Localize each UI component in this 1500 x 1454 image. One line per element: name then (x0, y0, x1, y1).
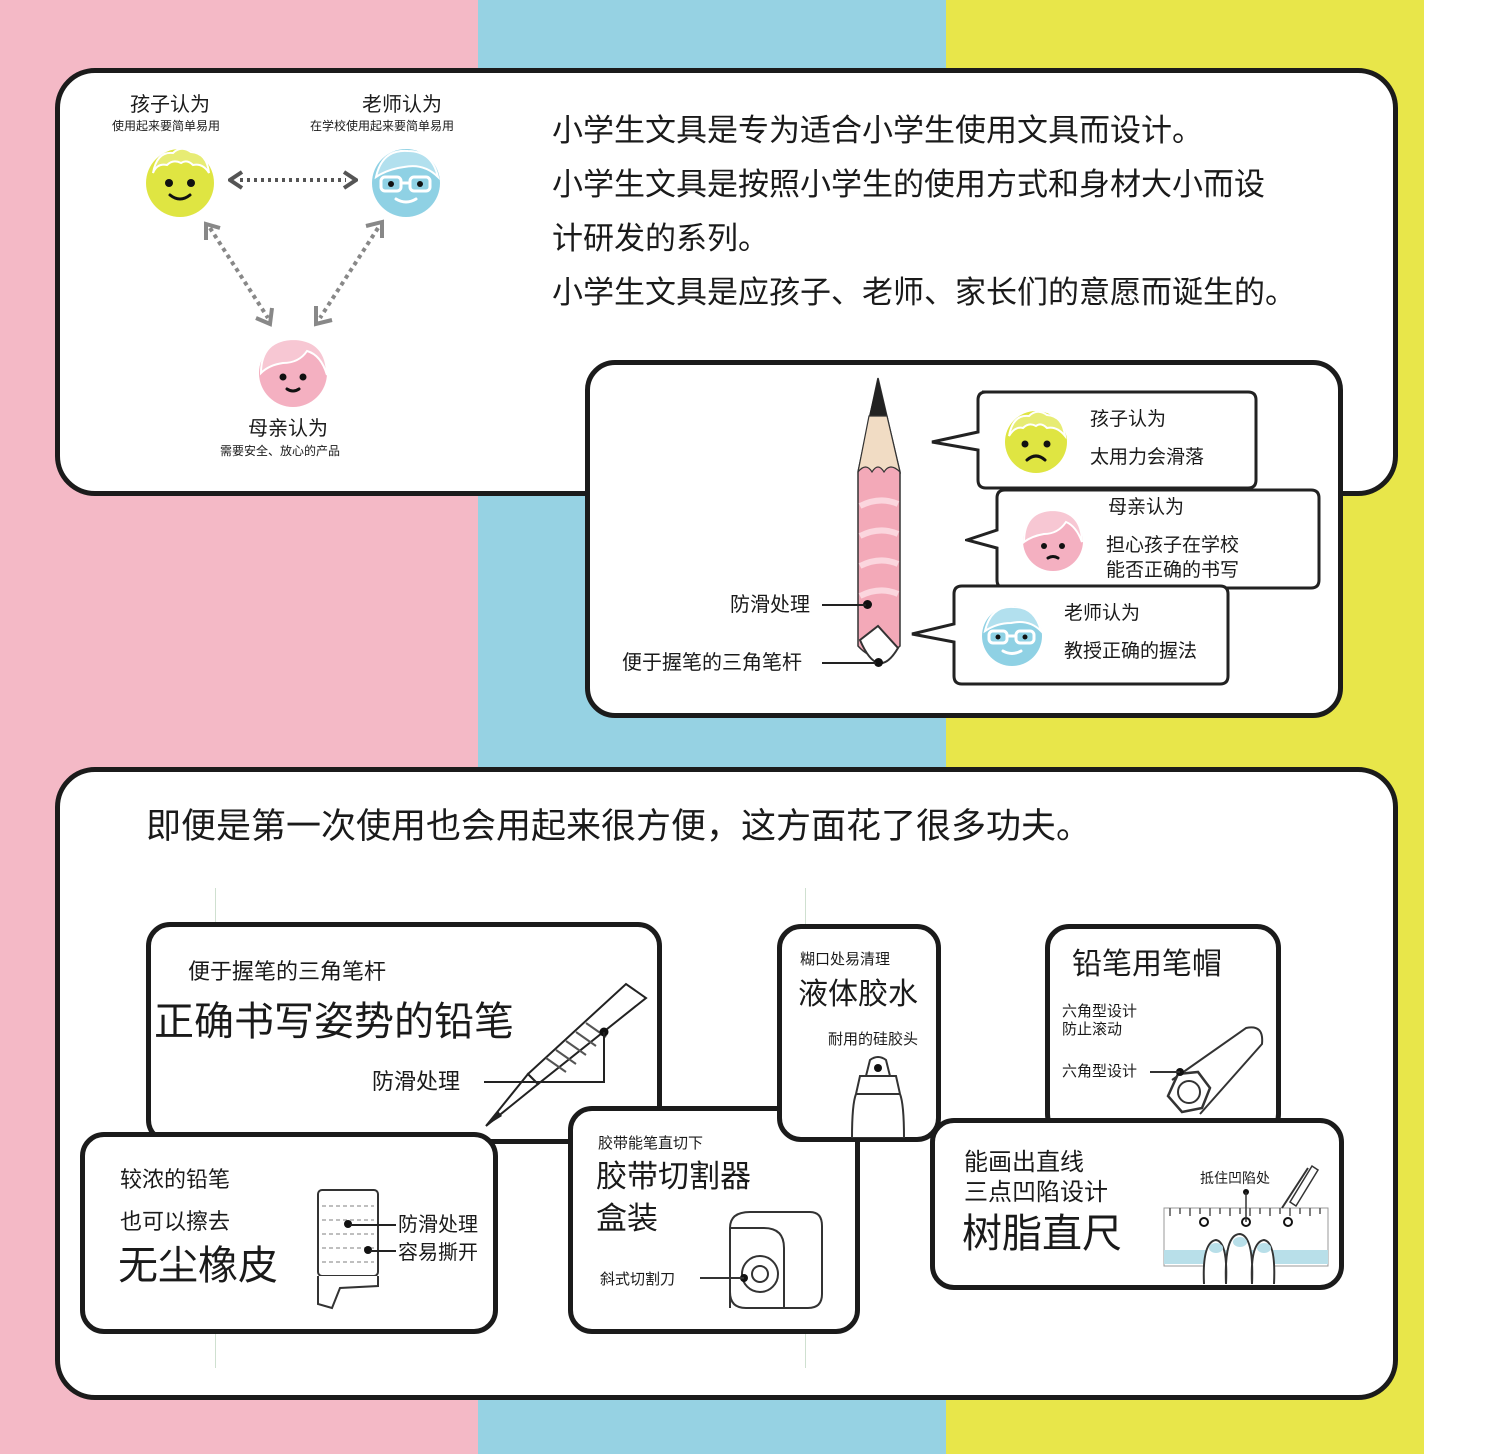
intro-line-2: 小学生文具是按照小学生的使用方式和身材大小而设 (552, 167, 1265, 203)
cap-title: 铅笔用笔帽 (1072, 947, 1222, 982)
eraser-callout-line-2 (370, 1250, 396, 1252)
teacher-desc: 在学校使用起来要简单易用 (310, 119, 455, 133)
mother-face-icon (255, 333, 331, 409)
cap-sub-2: 防止滚动 (1062, 1020, 1123, 1038)
bubble-mother-title: 母亲认为 (1108, 496, 1185, 518)
worried-mother-face-icon (1020, 506, 1086, 572)
tape-dispenser-icon (700, 1208, 826, 1318)
speech-bubble-child (930, 388, 1260, 496)
teacher-face-icon (368, 143, 444, 219)
child-title: 孩子认为 (130, 92, 210, 116)
triangle-label: 便于握笔的三角笔杆 (622, 650, 802, 674)
mother-desc: 需要安全、放心的产品 (220, 444, 341, 458)
bubble-mother-text: 担心孩子在学校 (1106, 534, 1240, 556)
pencil-feature-callout: 防滑处理 (372, 1070, 461, 1095)
features-headline: 即便是第一次使用也会用起来很方便，这方面花了很多功夫。 (146, 807, 1092, 847)
bubble-child-text: 太用力会滑落 (1090, 446, 1205, 468)
intro-line-3: 计研发的系列。 (552, 221, 769, 257)
cap-sub-1: 六角型设计 (1062, 1002, 1138, 1020)
tape-sub: 胶带能笔直切下 (598, 1134, 704, 1152)
ruler-callout: 抵住凹陷处 (1200, 1171, 1270, 1187)
pencil-cap-icon (1150, 1024, 1268, 1122)
glue-sub: 糊口处易清理 (800, 950, 891, 968)
grip-callout-line (822, 604, 866, 606)
eraser-line-2: 也可以擦去 (120, 1210, 231, 1235)
ruler-line-2: 三点凹陷设计 (964, 1178, 1108, 1206)
bubble-teacher-text: 教授正确的握法 (1064, 640, 1198, 662)
intro-line-4: 小学生文具是应孩子、老师、家长们的意愿而诞生的。 (552, 275, 1296, 311)
intro-line-1: 小学生文具是专为适合小学生使用文具而设计。 (552, 113, 1203, 149)
bubble-child-title: 孩子认为 (1090, 408, 1167, 430)
eraser-title: 无尘橡皮 (118, 1243, 278, 1289)
eraser-callout-2: 容易撕开 (398, 1240, 478, 1264)
speech-bubble-teacher (910, 582, 1232, 692)
feature-eraser-card (80, 1132, 498, 1334)
child-face-icon (143, 143, 218, 218)
eraser-callout-line-1 (350, 1224, 396, 1226)
mother-title: 母亲认为 (248, 416, 328, 440)
writing-pencil-icon (476, 980, 652, 1130)
glue-title: 液体胶水 (798, 977, 918, 1012)
sad-child-face-icon (1003, 408, 1069, 474)
bubble-teacher-title: 老师认为 (1064, 602, 1141, 624)
grip-label: 防滑处理 (730, 592, 810, 616)
glue-callout: 耐用的硅胶头 (828, 1030, 919, 1048)
tape-title-1: 胶带切割器 (596, 1159, 751, 1195)
triangle-callout-line (822, 662, 876, 664)
child-mother-arrow (200, 218, 280, 334)
ruler-title: 树脂直尺 (962, 1211, 1122, 1257)
pencil-feature-title: 正确书写姿势的铅笔 (154, 999, 514, 1045)
child-desc: 使用起来要简单易用 (112, 119, 221, 133)
liquid-glue-icon (842, 1054, 912, 1138)
grip-callout-dot (863, 600, 872, 609)
triangle-pencil-icon (850, 376, 906, 686)
teacher-title: 老师认为 (362, 92, 442, 116)
cap-callout: 六角型设计 (1062, 1062, 1138, 1080)
pencil-feature-sub: 便于握笔的三角笔杆 (188, 960, 387, 985)
triangle-callout-dot (874, 658, 883, 667)
tape-title-2: 盒装 (596, 1201, 658, 1237)
ruler-line-1: 能画出直线 (964, 1148, 1084, 1176)
resin-ruler-icon (1162, 1164, 1332, 1288)
eraser-line-1: 较浓的铅笔 (120, 1168, 231, 1193)
bubble-mother-text-2: 能否正确的书写 (1106, 559, 1240, 581)
eraser-callout-1: 防滑处理 (398, 1212, 478, 1236)
tape-callout: 斜式切割刀 (600, 1270, 676, 1288)
bubble-teacher-face-icon (979, 601, 1045, 667)
child-teacher-arrow (226, 170, 360, 194)
eraser-icon (310, 1186, 388, 1312)
teacher-mother-arrow (306, 218, 386, 334)
